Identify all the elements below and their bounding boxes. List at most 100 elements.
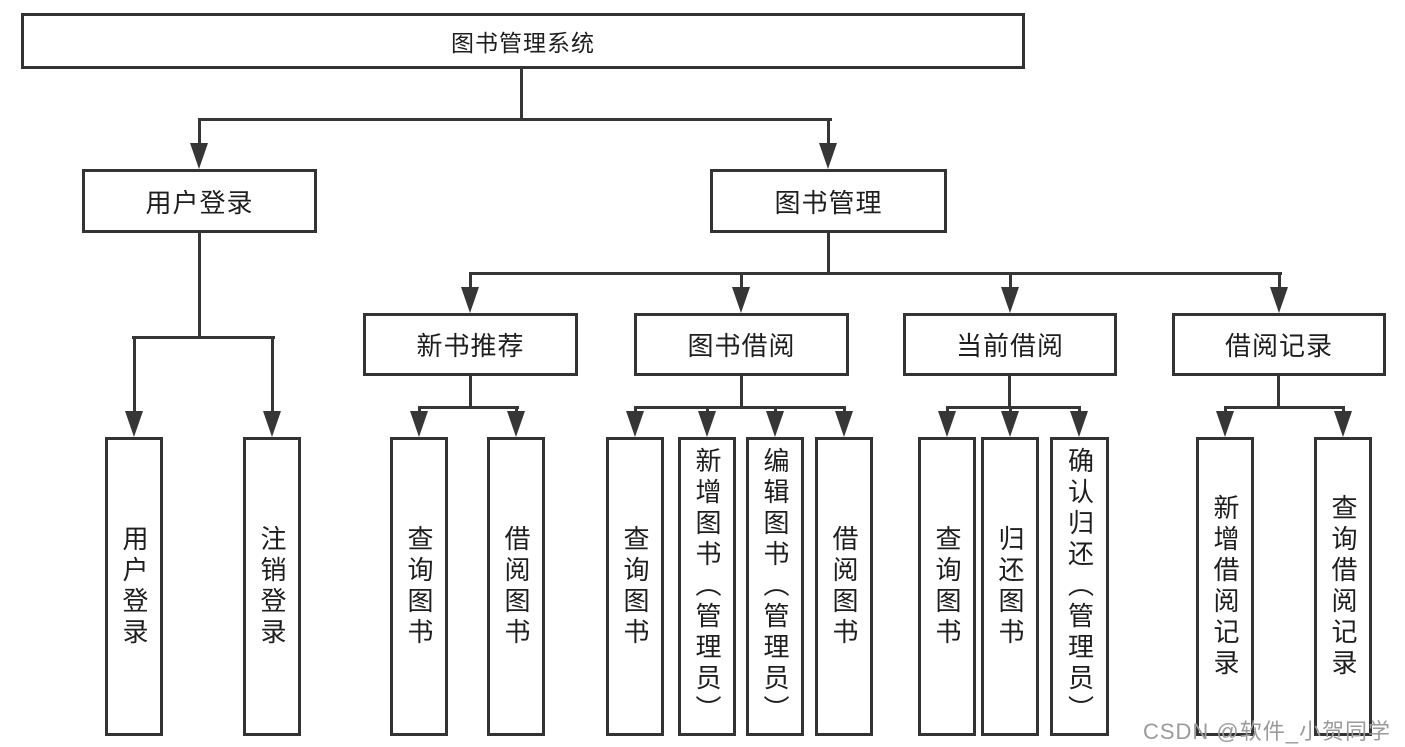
connector-line [198,233,201,338]
arrow-head [125,411,143,437]
leaf-label: 编辑图书（管理员） [760,447,790,726]
arrow-down-icon [1001,272,1019,313]
connector-line [469,272,1282,275]
connector-line [418,406,519,409]
arrow-stem [842,406,846,411]
arrow-head [698,411,716,437]
connector-line [1224,406,1344,409]
arrow-stem [132,336,136,411]
connector-line [520,68,523,121]
arrow-stem [705,406,709,411]
leaf-add-borrow-record: 新增借阅记录 [1196,437,1254,736]
leaf-logout: 注销登录 [243,437,301,736]
arrow-head [1334,411,1352,437]
arrow-stem [197,118,201,143]
arrow-down-icon [835,406,853,437]
leaf-label: 确认归还（管理员） [1064,447,1095,726]
leaf-edit-books-admin: 编辑图书（管理员） [746,437,804,736]
arrow-down-icon [938,406,956,437]
leaf-label: 用户登录 [119,524,149,649]
arrow-head [938,411,956,437]
leaf-add-books-admin: 新增图书（管理员） [678,437,736,736]
arrow-head [626,411,644,437]
arrow-head [190,143,208,169]
arrow-stem [739,272,743,287]
arrow-head [1070,411,1088,437]
arrow-down-icon [1001,406,1019,437]
arrow-stem [1223,406,1227,411]
leaf-query-borrow-record: 查询借阅记录 [1314,437,1372,736]
arrow-head [1001,411,1019,437]
arrow-down-icon [1270,272,1288,313]
arrow-down-icon [461,272,479,313]
arrow-head [507,411,525,437]
arrow-down-icon [125,336,143,437]
leaf-label: 查询图书 [404,524,434,649]
node-book-management: 图书管理 [710,169,947,233]
arrow-head [410,411,428,437]
arrow-head [461,287,479,313]
leaf-user-login: 用户登录 [105,437,163,736]
arrow-stem [1008,406,1012,411]
node-book-borrowing: 图书借阅 [634,313,849,376]
arrow-down-icon [263,336,281,437]
arrow-stem [417,406,421,411]
connector-line [827,233,830,275]
node-borrowing-records: 借阅记录 [1172,313,1386,376]
arrow-stem [1077,406,1081,411]
arrow-stem [514,406,518,411]
arrow-down-icon [626,406,644,437]
arrow-head [819,143,837,169]
watermark: CSDN @软件_小贺同学 [1142,719,1391,744]
node-library-management-system: 图书管理系统 [21,13,1025,69]
leaf-confirm-return-admin: 确认归还（管理员） [1050,437,1109,736]
arrow-stem [1008,272,1012,287]
leaf-query-books-borrowing: 查询图书 [606,437,664,736]
arrow-down-icon [698,406,716,437]
arrow-stem [468,272,472,287]
arrow-down-icon [1334,406,1352,437]
connector-line [946,406,1081,409]
arrow-down-icon [410,406,428,437]
leaf-label: 借阅图书 [829,524,859,649]
arrow-down-icon [1070,406,1088,437]
leaf-query-books-current: 查询图书 [918,437,976,736]
leaf-label: 查询图书 [932,524,962,649]
arrow-stem [270,336,274,411]
leaf-label: 查询借阅记录 [1328,493,1358,680]
arrow-down-icon [766,406,784,437]
arrow-down-icon [1216,406,1234,437]
arrow-stem [826,118,830,143]
arrow-down-icon [507,406,525,437]
arrow-down-icon [732,272,750,313]
leaf-label: 查询图书 [620,524,650,649]
arrow-down-icon [819,118,837,169]
leaf-borrow-books-recommend: 借阅图书 [487,437,545,736]
arrow-head [732,287,750,313]
connector-line [1008,376,1011,409]
arrow-stem [773,406,777,411]
leaf-label: 归还图书 [995,524,1025,649]
leaf-borrow-books: 借阅图书 [815,437,873,736]
arrow-down-icon [190,118,208,169]
arrow-stem [945,406,949,411]
arrow-head [1270,287,1288,313]
leaf-label: 新增图书（管理员） [692,447,722,726]
arrow-stem [1277,272,1281,287]
connector-line [634,406,846,409]
leaf-return-books: 归还图书 [981,437,1039,736]
arrow-head [1001,287,1019,313]
connector-line [740,376,743,409]
arrow-head [766,411,784,437]
leaf-label: 新增借阅记录 [1210,493,1240,680]
leaf-label: 借阅图书 [501,524,531,649]
arrow-head [1216,411,1234,437]
node-user-login: 用户登录 [82,169,317,233]
connector-line [132,336,275,339]
arrow-head [835,411,853,437]
node-current-borrowing: 当前借阅 [903,313,1117,376]
connector-line [199,118,832,121]
node-new-book-recommend: 新书推荐 [363,313,578,376]
leaf-label: 注销登录 [257,524,287,649]
